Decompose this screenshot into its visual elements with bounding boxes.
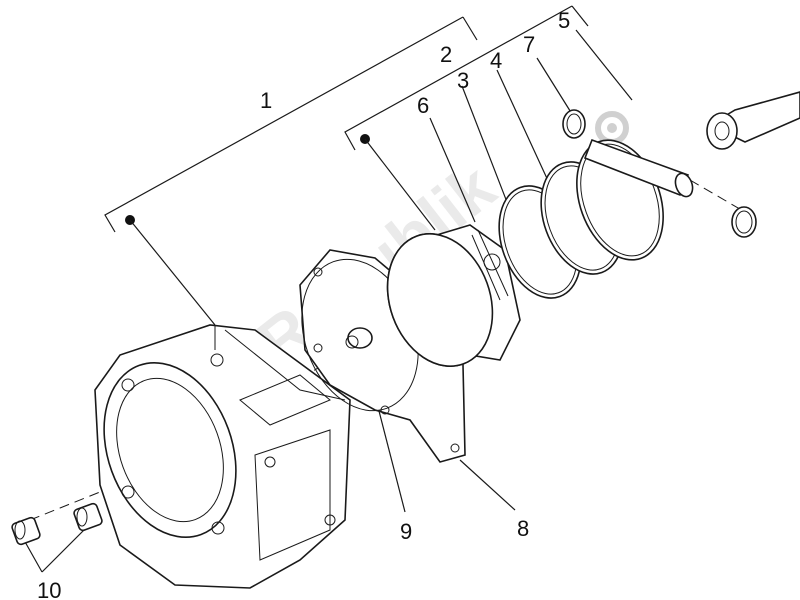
bushing — [11, 502, 103, 546]
callout-4: 4 — [490, 48, 502, 73]
callout-7: 7 — [523, 32, 535, 57]
cylinder-block — [94, 324, 351, 589]
dowel-pin — [345, 327, 373, 349]
piston — [386, 224, 521, 367]
gear-icon — [595, 111, 629, 145]
group-bracket-1 — [104, 16, 478, 233]
wrist-pin — [583, 138, 694, 198]
callout-10: 10 — [37, 578, 61, 600]
callout-1: 1 — [260, 88, 272, 113]
callout-6: 6 — [417, 93, 429, 118]
circlip — [562, 109, 757, 238]
piston-rings — [498, 139, 664, 299]
callout-8: 8 — [517, 516, 529, 541]
connecting-rod — [706, 91, 800, 150]
callout-labels: 1 2 3 4 5 6 7 8 9 10 — [37, 8, 570, 600]
callout-3: 3 — [457, 68, 469, 93]
callout-5: 5 — [558, 8, 570, 33]
callout-2: 2 — [440, 42, 452, 67]
callout-9: 9 — [400, 519, 412, 544]
group-bracket-2 — [344, 5, 589, 151]
